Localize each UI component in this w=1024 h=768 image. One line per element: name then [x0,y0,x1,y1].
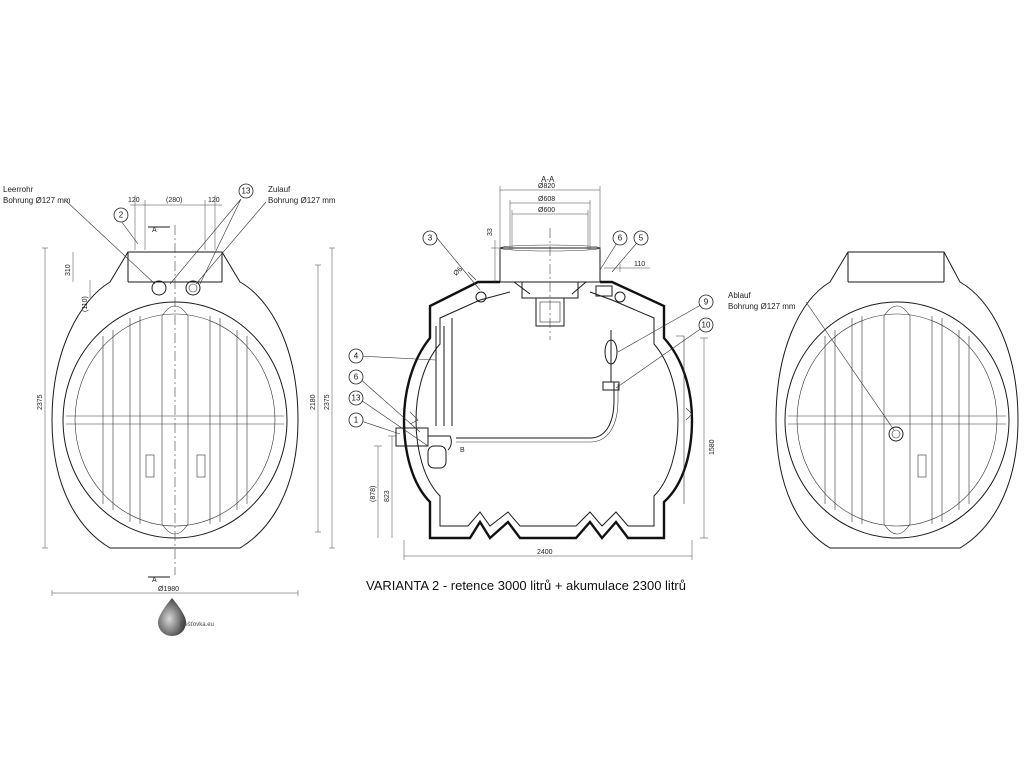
dim-33: 33 [487,228,494,236]
water-drop-icon [158,598,186,636]
callout-6-side: 6 [348,369,364,385]
point-b: B [460,447,465,454]
label-zulauf: Zulauf [268,185,291,194]
left-tank-view [42,195,335,596]
callout-10: 10 [698,317,714,333]
svg-text:2: 2 [119,211,124,220]
dim-2375-right: 2375 [324,394,331,410]
dim-1980: Ø1980 [158,586,179,593]
label-bohrung-zulauf: Bohrung Ø127 mm [268,196,336,205]
dim-608: Ø608 [538,196,555,203]
dim-120-right: 120 [208,197,220,204]
logo-text: Dešťovka.eu [180,622,214,628]
callout-6-top: 6 [612,230,628,246]
label-bohrung-ablauf: Bohrung Ø127 mm [728,302,796,311]
svg-text:10: 10 [702,321,711,330]
label-bohrung-leerrohr: Bohrung Ø127 mm [3,196,71,205]
svg-text:3: 3 [428,234,433,243]
label-ablauf: Ablauf [728,291,751,300]
section-mark-bottom: A [152,577,157,584]
dim-2180: 2180 [310,394,317,410]
variant-caption: VARIANTA 2 - retence 3000 litrů + akumul… [366,578,686,593]
callout-4: 4 [348,348,364,364]
section-tank-view [357,186,708,560]
dim-110: (110) [82,296,89,312]
callout-13-left: 13 [238,183,254,199]
dim-600: Ø600 [538,207,555,214]
svg-text:5: 5 [639,234,644,243]
svg-text:9: 9 [704,298,709,307]
dim-2400: 2400 [537,549,553,556]
callout-9: 9 [698,294,714,310]
dim-820: Ø820 [538,183,555,190]
right-tank-view [775,251,1019,549]
svg-text:1: 1 [354,416,359,425]
dim-310: 310 [65,264,72,276]
callout-1: 1 [348,412,364,428]
svg-text:6: 6 [618,234,623,243]
dim-280: (280) [166,197,182,204]
dim-110-section: 110 [634,261,645,268]
dim-120-left: 120 [128,197,140,204]
dim-878: (878) [370,486,377,502]
svg-text:13: 13 [242,187,251,196]
section-mark-top: A [152,227,157,234]
svg-text:4: 4 [354,352,359,361]
dim-2375-left: 2375 [37,394,44,410]
callout-3: 3 [422,230,438,246]
label-leerrohr: Leerrohr [3,185,34,194]
left-ribs [102,305,248,535]
dim-1580: 1580 [709,439,716,455]
dim-823: 823 [384,490,391,502]
dim-6-angle: Ø6 [452,266,464,278]
section-title: A-A [541,175,555,184]
svg-text:13: 13 [352,394,361,403]
callout-2: 2 [113,207,129,223]
callout-5: 5 [633,230,649,246]
callout-13-side: 13 [348,390,364,406]
svg-text:6: 6 [354,373,359,382]
